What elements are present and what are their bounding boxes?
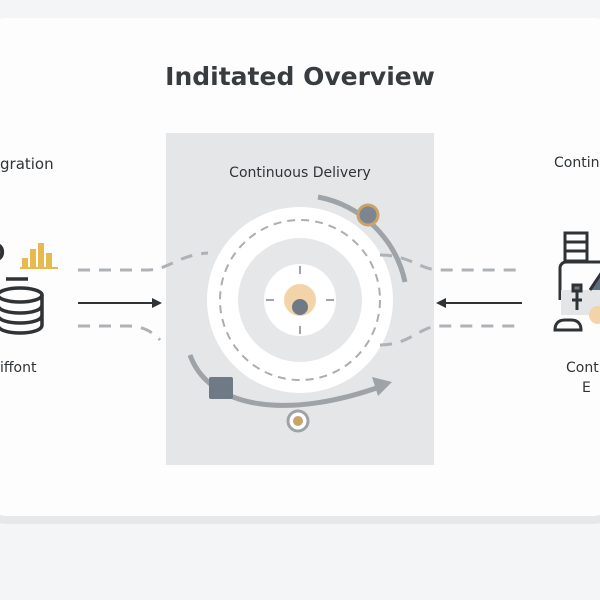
flow-arrows	[78, 251, 522, 347]
page-title: Inditated Overview	[165, 62, 435, 91]
center-label: Continuous Delivery	[229, 165, 371, 181]
bar-chart-icon	[20, 243, 58, 269]
right-top-label: Contin	[554, 155, 600, 171]
server-icon	[553, 231, 600, 332]
right-bottom-label: Conti	[566, 360, 600, 376]
left-top-label: gration	[0, 155, 54, 173]
right-bottom-label-2: E	[582, 380, 591, 396]
left-bottom-label: iffont	[0, 360, 37, 376]
database-icon	[0, 243, 44, 335]
cycle-icon	[187, 194, 408, 433]
